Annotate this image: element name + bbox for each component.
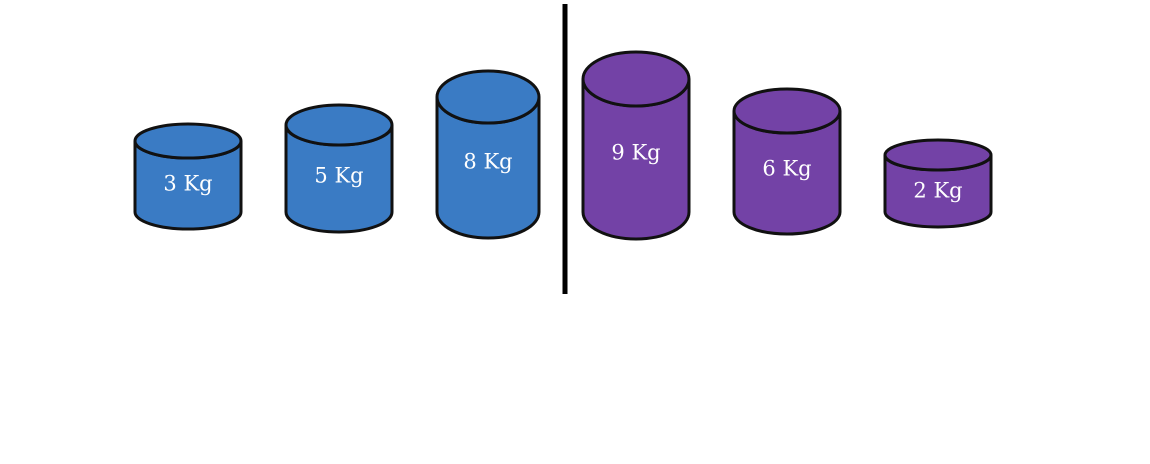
cylinder-top xyxy=(581,50,691,108)
weight-cylinder: 9 Kg xyxy=(581,50,691,241)
cylinder-top xyxy=(133,122,243,160)
cylinder-top xyxy=(883,138,993,172)
weight-label: 5 Kg xyxy=(314,164,363,188)
cylinder-top xyxy=(732,87,842,135)
weight-label: 8 Kg xyxy=(463,150,512,174)
weight-label: 2 Kg xyxy=(913,179,962,203)
right-weight-group: 9 Kg 6 Kg 2 Kg xyxy=(581,50,993,241)
weight-cylinder: 5 Kg xyxy=(284,103,394,234)
left-weight-group: 3 Kg 5 Kg 8 Kg xyxy=(133,69,541,240)
weight-label: 9 Kg xyxy=(611,141,660,165)
weight-cylinder: 3 Kg xyxy=(133,122,243,231)
weight-cylinder: 8 Kg xyxy=(435,69,541,240)
cylinder-top xyxy=(435,69,541,125)
weight-label: 3 Kg xyxy=(163,172,212,196)
cylinder-top xyxy=(284,103,394,147)
weight-cylinder: 2 Kg xyxy=(883,138,993,229)
weight-cylinder: 6 Kg xyxy=(732,87,842,236)
weight-label: 6 Kg xyxy=(762,157,811,181)
